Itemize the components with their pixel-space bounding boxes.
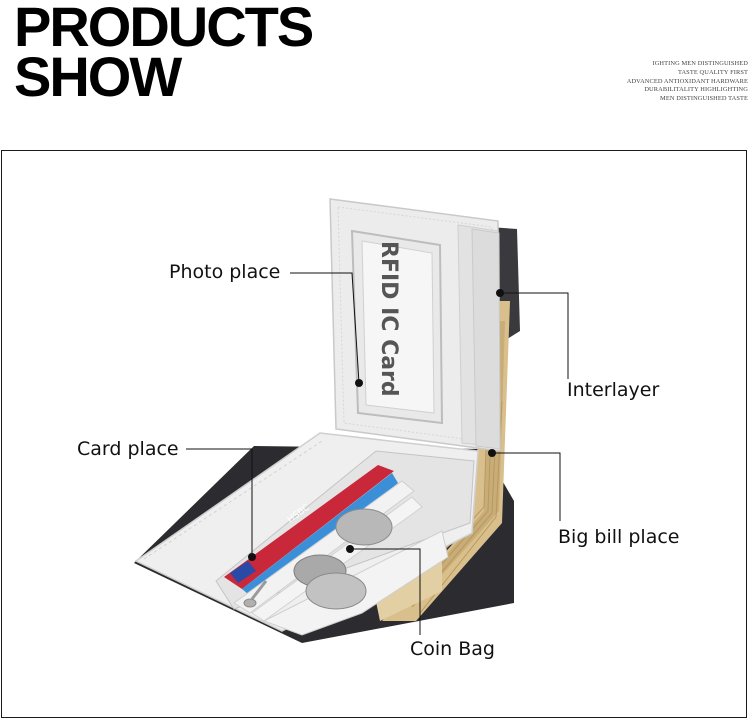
tagline-line: IGHTING MEN DISTINGUISHED — [652, 60, 748, 67]
panel-slot — [471, 228, 501, 450]
coin — [305, 572, 367, 610]
tagline-line: TASTE QUALITY FIRST — [677, 68, 748, 76]
callout-dots — [248, 289, 504, 561]
red-card — [224, 465, 394, 589]
product-photo-frame: RFID IC Card HSBC — [1, 150, 747, 718]
card-chip — [230, 561, 256, 583]
callout-big-bill-place: Big bill place — [558, 526, 680, 548]
bills-side — [382, 301, 510, 621]
zipper-tab — [243, 598, 257, 608]
title-line-2: SHOW — [14, 45, 182, 108]
tagline: IGHTING MEN DISTINGUISHED TASTE QUALITY … — [627, 60, 748, 104]
page-title: PRODUCTS SHOW — [14, 0, 314, 108]
callout-lines — [186, 272, 569, 635]
wallet-illustration: RFID IC Card HSBC — [134, 198, 569, 643]
tagline-line: ADVANCED ANTIOXIDANT HARDWARE — [626, 77, 748, 85]
tagline-line: DURABILITALITY HIGHLIGHTING — [644, 86, 748, 94]
blue-card — [242, 473, 398, 599]
callout-photo-place: Photo place — [169, 261, 281, 283]
callout-interlayer: Interlayer — [567, 379, 660, 401]
coin — [335, 508, 393, 546]
title-line-1: PRODUCTS — [14, 0, 314, 58]
id-window-text: RFID IC Card — [376, 241, 401, 397]
id-window-inner — [361, 240, 435, 414]
interior-stitching — [143, 440, 323, 560]
callout-card-place: Card place — [77, 438, 179, 460]
callout-coin-bag: Coin Bag — [410, 638, 495, 660]
zipper-pull — [250, 580, 268, 600]
tagline-line: MEN DISTINGUISHED TASTE — [660, 95, 748, 103]
